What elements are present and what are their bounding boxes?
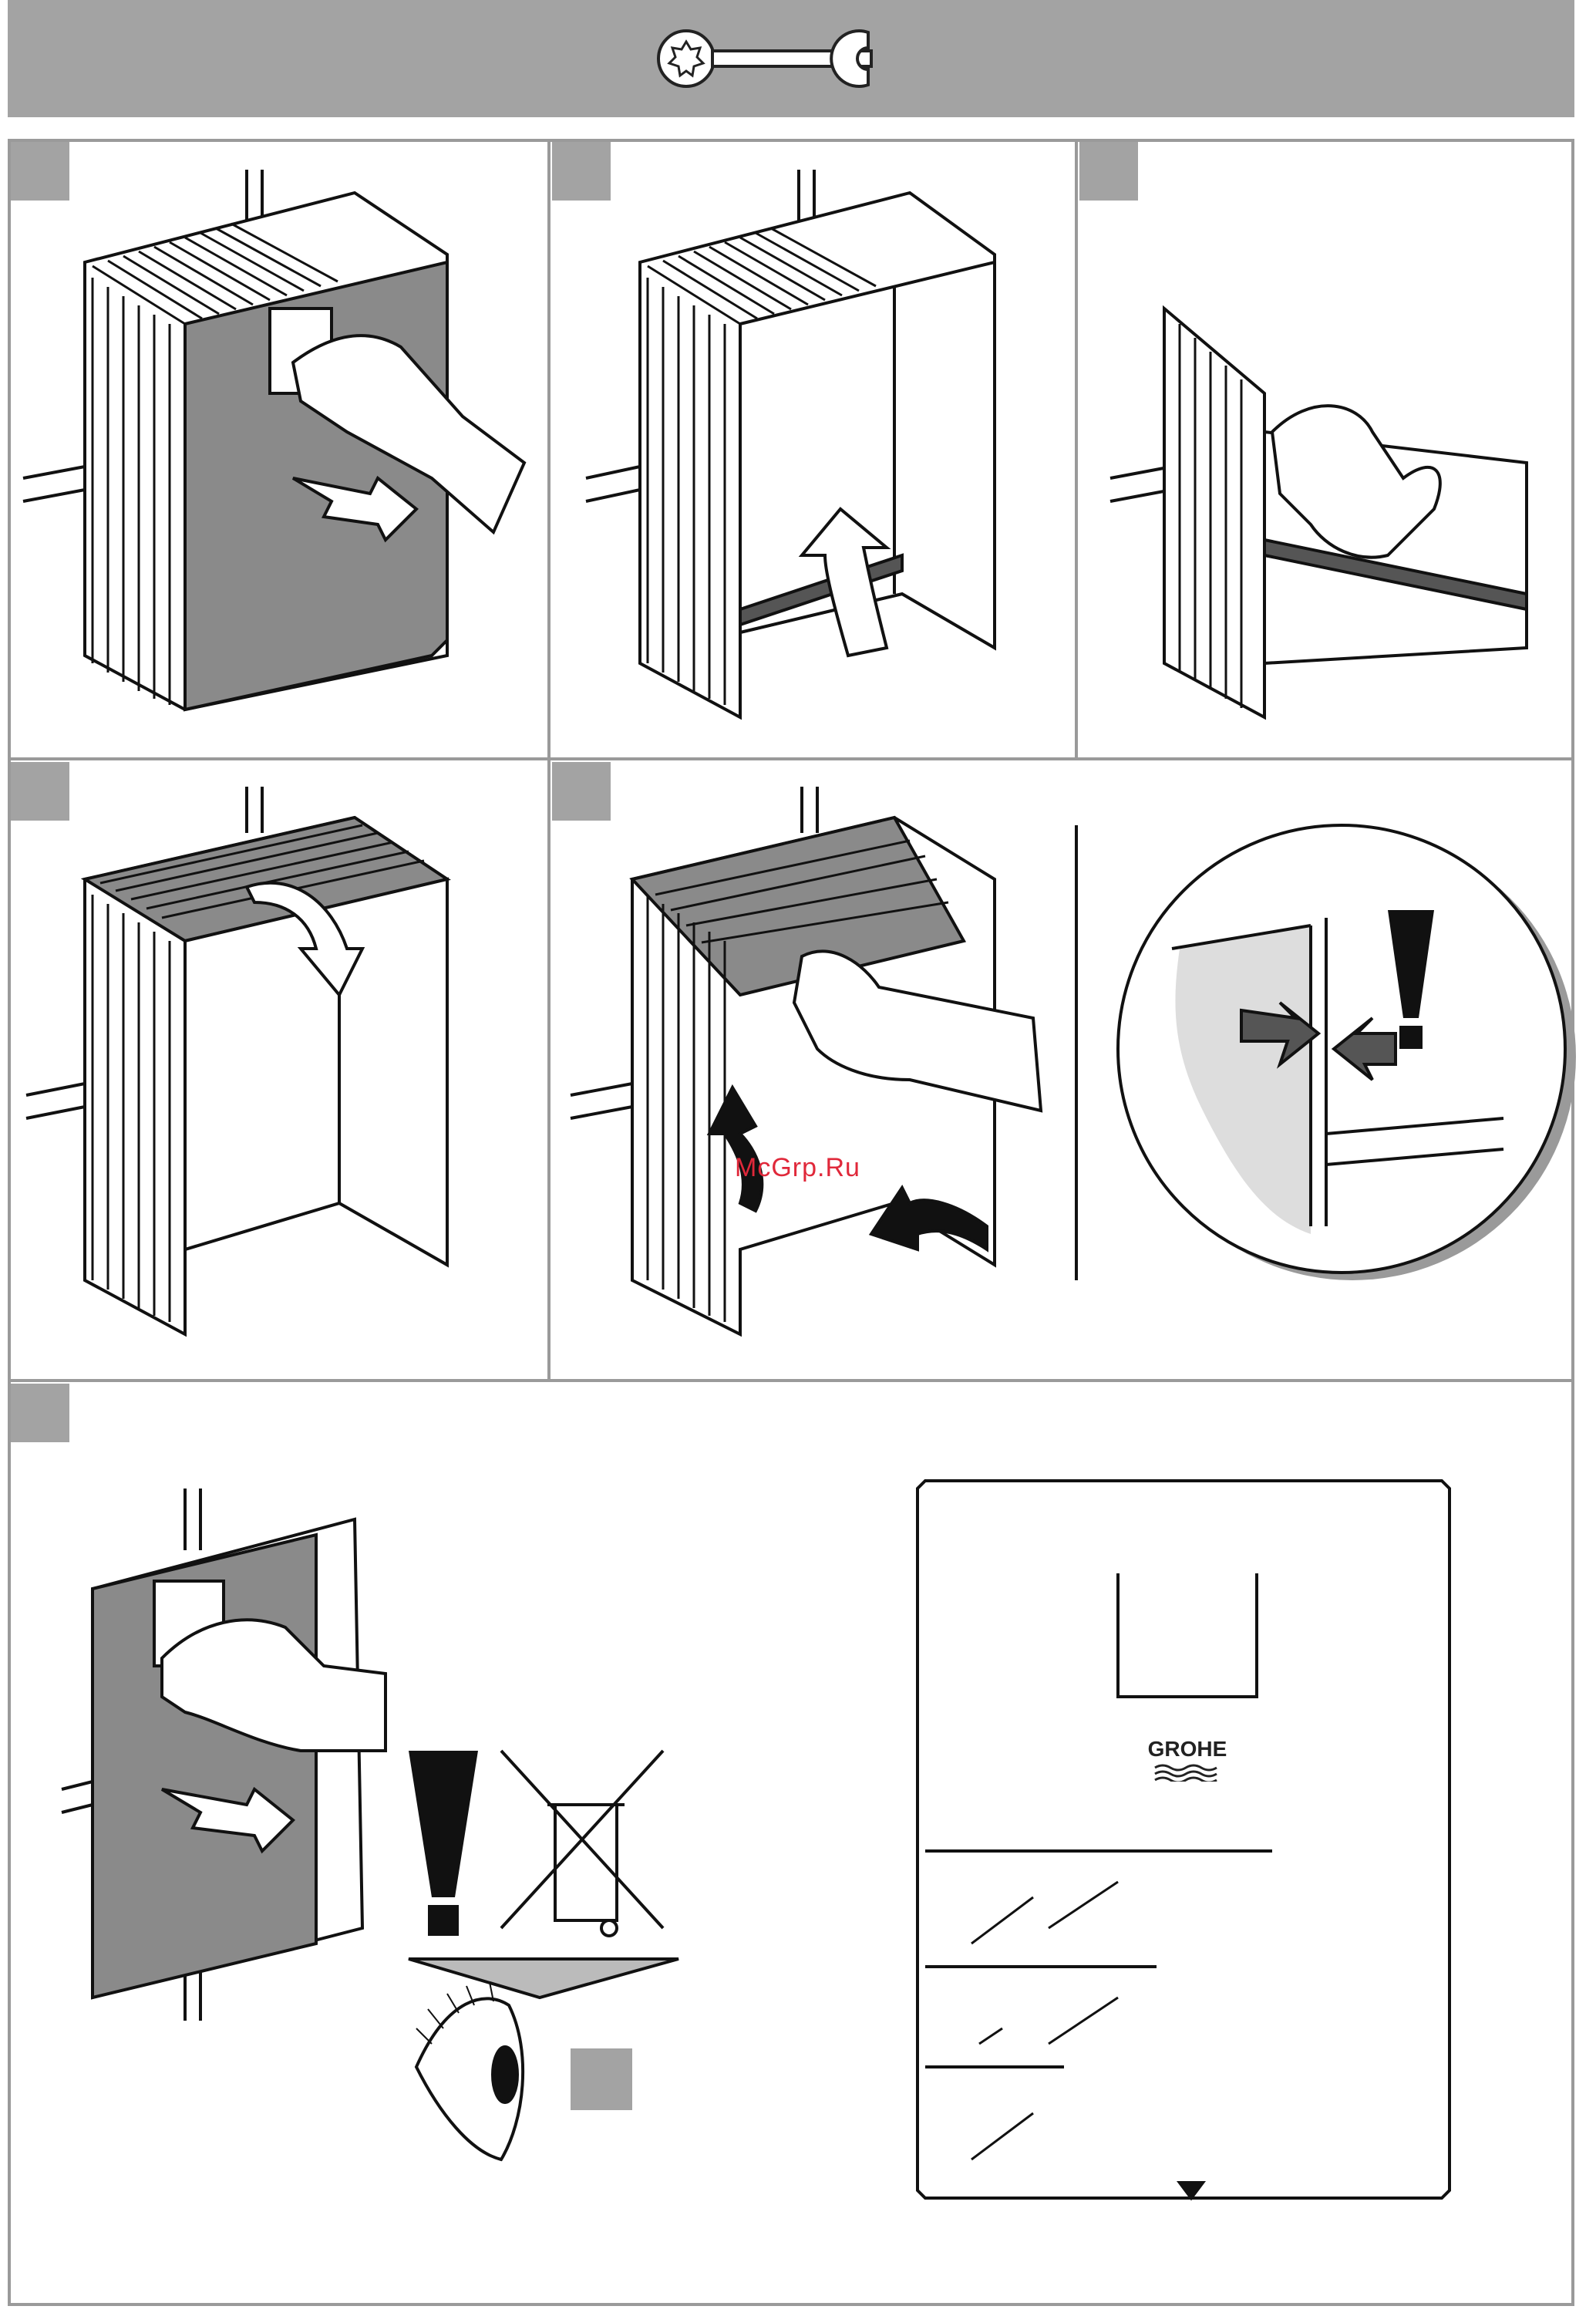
crossed-bin-icon xyxy=(501,1751,663,1936)
step-number-box xyxy=(552,762,611,821)
step-number-box xyxy=(11,142,69,201)
step-3-illustration xyxy=(1110,308,1527,717)
step-4-illustration xyxy=(26,787,447,1334)
warning-exclamation-icon xyxy=(409,1751,478,1936)
step-1-illustration xyxy=(23,170,524,710)
step-2-illustration xyxy=(586,170,995,717)
step-number-box xyxy=(11,762,69,821)
step-6-illustration xyxy=(62,1489,386,2021)
watermark: McGrp.Ru xyxy=(735,1153,860,1183)
step-number-box xyxy=(11,1384,69,1442)
grohe-logo: GROHE xyxy=(1141,1737,1234,1762)
step-5-illustration xyxy=(571,787,1076,1334)
step-number-box xyxy=(552,142,611,201)
grohe-waves-icon xyxy=(1153,1763,1223,1782)
detail-magnifier xyxy=(1118,825,1576,1280)
step-number-box xyxy=(1079,142,1138,201)
reference-box xyxy=(571,2048,632,2110)
disposal-symbols xyxy=(409,1751,678,2159)
eye-icon xyxy=(416,1982,523,2159)
template-sheet xyxy=(918,1481,1450,2198)
